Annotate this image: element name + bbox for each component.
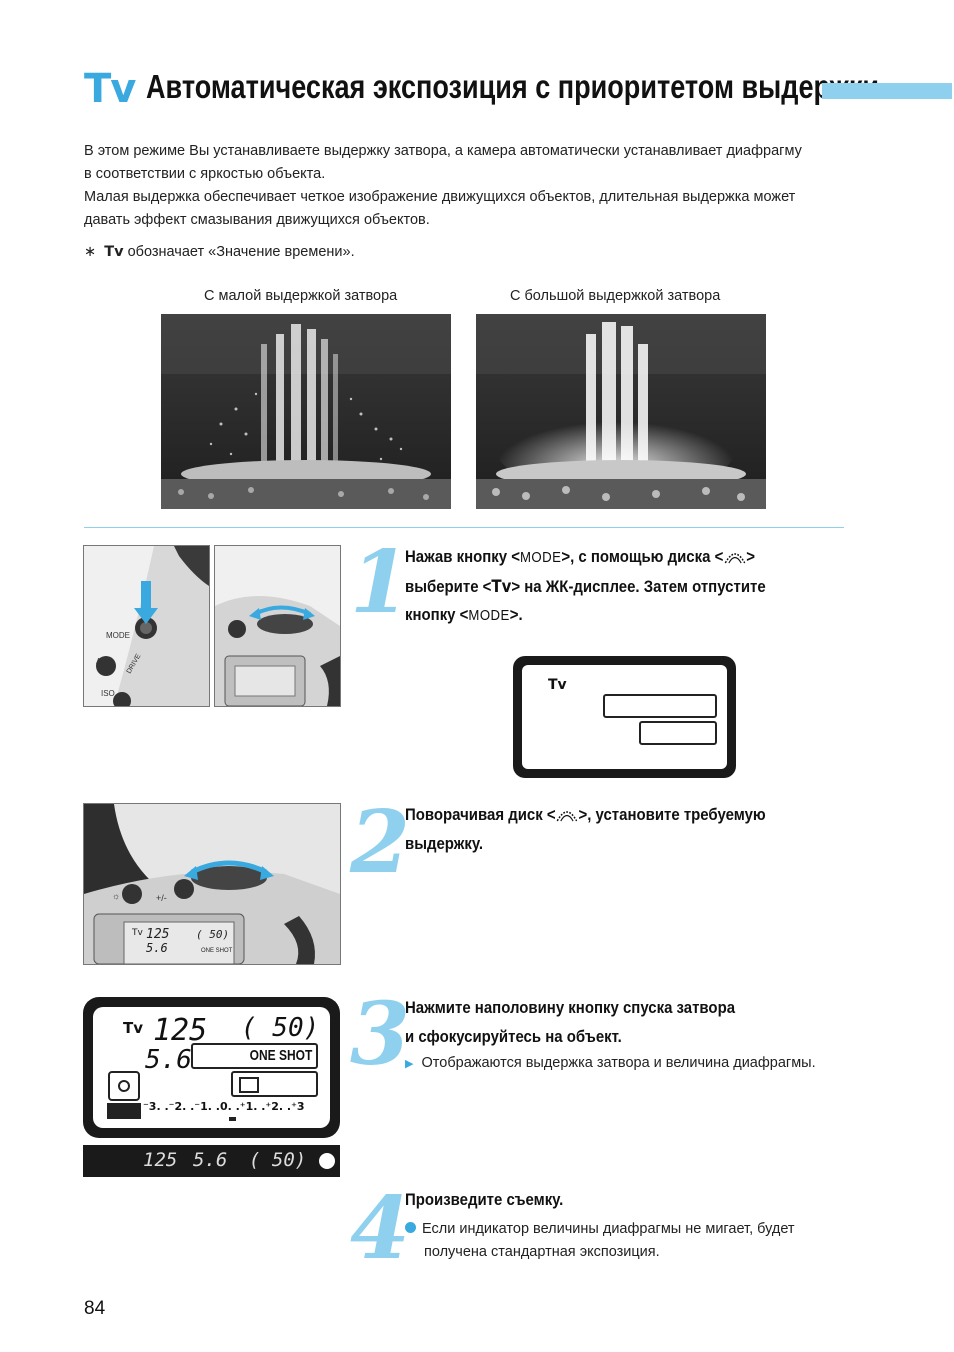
label-mode: MODE	[106, 631, 130, 640]
note-tv: Tv	[104, 244, 124, 260]
lcd-aperture: 5.6	[145, 1045, 192, 1075]
step-3-bullet: ▶ Отображаются выдержка затвора и величи…	[405, 1052, 865, 1076]
page-number: 84	[84, 1298, 106, 1319]
step-number-2: 2	[350, 792, 410, 893]
lcd-af-mode: ONE SHOT	[249, 1047, 312, 1064]
focus-confirm-icon	[319, 1153, 335, 1169]
step-3-line: и сфокусируйтесь на объект.	[405, 1026, 622, 1046]
lcd-frame-bottom	[639, 721, 717, 745]
small-lcd-af: ONE SHOT	[201, 948, 233, 954]
lcd-mode-indicator: Tv	[548, 677, 567, 693]
lcd-mode: Tv	[123, 1019, 144, 1037]
intro-line: в соответствии с яркостью объекта.	[84, 166, 326, 182]
step-1-line: выберите <Tv> на ЖК-дисплее. Затем отпус…	[405, 573, 845, 602]
slow-shutter-photo	[476, 314, 766, 509]
text-fragment: >, с помощью диска <	[561, 547, 724, 566]
label-iso: ISO	[101, 689, 115, 698]
note-text: обозначает «Значение времени».	[123, 244, 355, 260]
exposure-indicator	[229, 1117, 236, 1121]
intro-line: Малая выдержка обеспечивает четкое изобр…	[84, 189, 796, 205]
asterisk: ∗	[84, 244, 97, 260]
text-fragment: >	[746, 547, 755, 566]
text-fragment: Поворачивая диск <	[405, 805, 556, 824]
step-1-line: кнопку <MODE>.	[405, 601, 845, 631]
small-lcd-shutter: 125	[146, 927, 170, 942]
label-light: ☼	[112, 891, 120, 901]
main-dial-icon	[724, 553, 746, 564]
step-1-line: Нажав кнопку <MODE>, с помощью диска < >	[405, 543, 845, 573]
bullet-text: Если индикатор величины диафрагмы не миг…	[422, 1221, 795, 1237]
tv-note: ∗ Tv обозначает «Значение времени».	[84, 244, 355, 260]
lcd-count: ( 50)	[241, 1013, 320, 1043]
fast-shutter-caption: С малой выдержкой затвора	[204, 288, 398, 304]
triangle-bullet-icon: ▶	[405, 1058, 414, 1070]
step-2-line: выдержку.	[405, 833, 483, 853]
title-accent-bar	[822, 83, 952, 99]
drive-frame	[231, 1071, 318, 1097]
label-af: AF	[96, 657, 106, 666]
viewfinder-display: 125 5.6 ( 50)	[83, 1145, 340, 1177]
text-fragment: >, установите требуемую	[578, 805, 766, 824]
step-number-4: 4	[350, 1178, 410, 1279]
mode-button-label: MODE	[519, 549, 562, 566]
lcd-shutter: 125	[153, 1013, 208, 1048]
text-fragment: Нажав кнопку <	[405, 547, 520, 566]
intro-line: В этом режиме Вы устанавливаете выдержку…	[84, 143, 802, 159]
step-4-text: Произведите съемку.	[405, 1186, 845, 1215]
page-title: Автоматическая экспозиция с приоритетом …	[146, 68, 880, 105]
camera-top-dial-illustration: Tv 125 ( 50) 5.6 ONE SHOT ☼ +/-	[83, 803, 341, 965]
battery-icon	[107, 1103, 141, 1119]
step-3-text: Нажмите наполовину кнопку спуска затвора…	[405, 994, 845, 1051]
step-4-bullet: Если индикатор величины диафрагмы не миг…	[405, 1218, 865, 1264]
intro-text: В этом режиме Вы устанавливаете выдержку…	[84, 140, 854, 232]
text-fragment: >.	[509, 605, 523, 624]
text-fragment: выберите <	[405, 576, 492, 596]
text-fragment: > на ЖК-дисплее. Затем отпустите	[511, 576, 766, 596]
lcd-screen-large: Tv 125 ( 50) 5.6 ONE SHOT ⁻3. .⁻2. .⁻1. …	[93, 1007, 330, 1128]
camera-mode-button-illustration: MODE AF DRIVE ISO	[83, 545, 210, 707]
step-2-line: Поворачивая диск < >, установите требуему…	[405, 801, 845, 830]
step-number-3: 3	[350, 984, 410, 1085]
vf-aperture: 5.6	[193, 1149, 228, 1171]
single-frame-icon	[239, 1077, 259, 1093]
step-4-line: Произведите съемку.	[405, 1190, 564, 1209]
fast-shutter-photo	[161, 314, 451, 509]
metering-icon	[108, 1071, 140, 1101]
intro-line: давать эффект смазывания движущихся объе…	[84, 212, 430, 228]
small-lcd-aperture: 5.6	[146, 941, 168, 955]
circle-bullet-icon	[405, 1222, 416, 1233]
camera-dial-illustration	[214, 545, 341, 707]
step-3-line: Нажмите наполовину кнопку спуска затвора	[405, 998, 736, 1017]
bullet-text: получена стандартная экспозиция.	[424, 1244, 660, 1260]
lcd-panel-large: Tv 125 ( 50) 5.6 ONE SHOT ⁻3. .⁻2. .⁻1. …	[83, 997, 340, 1138]
mode-button-label: MODE	[468, 607, 510, 624]
lcd-screen: Tv	[522, 665, 727, 769]
lcd-af-frame: ONE SHOT	[191, 1043, 318, 1069]
label-exposure-comp: +/-	[156, 893, 167, 903]
slow-shutter-caption: С большой выдержкой затвора	[510, 288, 721, 304]
step-number-1: 1	[350, 532, 410, 633]
tv-mode-logo: Tv	[84, 66, 136, 112]
lcd-frame-top	[603, 694, 717, 718]
small-lcd-tv: Tv	[131, 928, 143, 938]
vf-count: ( 50)	[249, 1149, 307, 1171]
tv-symbol: Tv	[491, 576, 512, 597]
lcd-panel-step1: Tv	[513, 656, 736, 778]
main-dial-icon	[556, 811, 578, 822]
step-1-text: Нажав кнопку <MODE>, с помощью диска <> …	[405, 543, 845, 631]
bullet-text: Отображаются выдержка затвора и величина…	[421, 1055, 816, 1071]
step-2-text: Поворачивая диск < >, установите требуему…	[405, 801, 845, 858]
vf-shutter: 125	[143, 1149, 178, 1171]
text-fragment: кнопку <	[405, 605, 469, 624]
small-lcd-count: ( 50)	[196, 928, 229, 941]
exposure-scale: ⁻3. .⁻2. .⁻1. .0. .⁺1. .⁺2. .⁺3	[143, 1100, 305, 1113]
section-divider	[84, 527, 844, 528]
